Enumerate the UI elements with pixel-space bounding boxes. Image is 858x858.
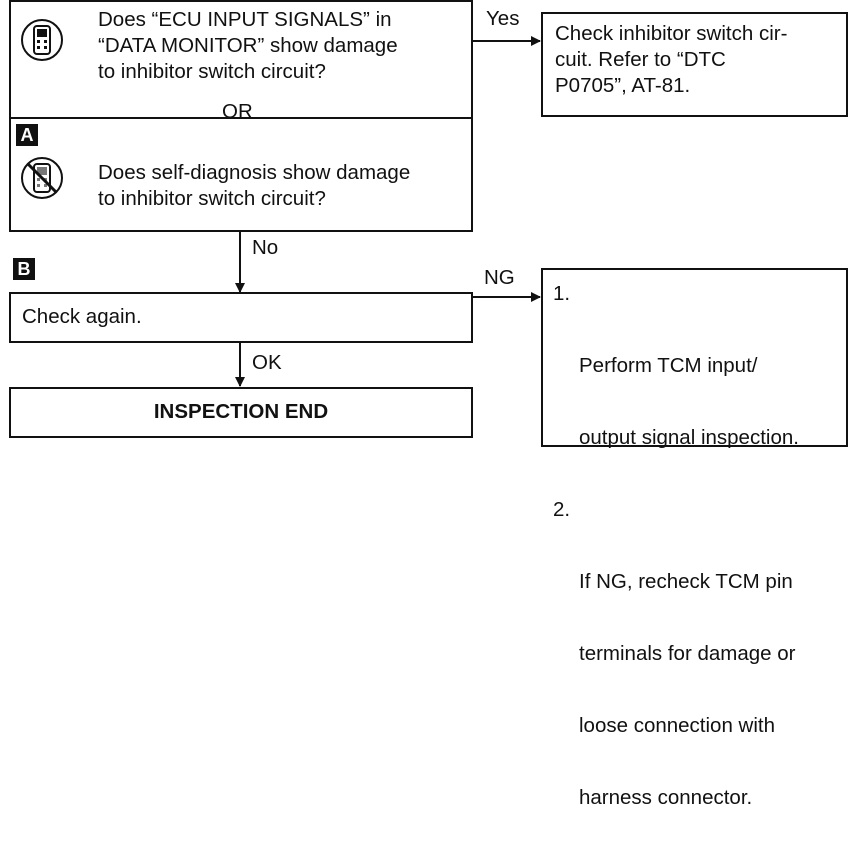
section-divider bbox=[11, 117, 471, 119]
question-box bbox=[9, 0, 473, 232]
or-label: OR bbox=[222, 100, 253, 123]
check-again-box bbox=[9, 292, 473, 343]
ng-step-2-line1: If NG, recheck TCM pin bbox=[579, 570, 793, 593]
inspection-end-box bbox=[9, 387, 473, 438]
inspection-end-text: INSPECTION END bbox=[153, 400, 329, 423]
consult-question-line3: to inhibitor switch circuit? bbox=[98, 60, 326, 83]
ng-step-2-line4: harness connector. bbox=[579, 786, 753, 809]
selfdiag-question-line1: Does self-diagnosis show damage bbox=[98, 161, 411, 184]
yes-action-line2: cuit. Refer to “DTC bbox=[555, 48, 726, 71]
ng-step-1: 1. Perform TCM input/ output signal insp… bbox=[553, 282, 799, 498]
badge-b: B bbox=[13, 258, 35, 280]
yes-action-line1: Check inhibitor switch cir- bbox=[555, 22, 788, 45]
ok-label: OK bbox=[252, 351, 282, 374]
consult-tester-icon bbox=[21, 19, 63, 61]
ng-action-steps: 1. Perform TCM input/ output signal insp… bbox=[553, 282, 799, 858]
selfdiag-question-line2: to inhibitor switch circuit? bbox=[98, 187, 326, 210]
no-label: No bbox=[252, 236, 279, 259]
consult-question-line2: “DATA MONITOR” show damage bbox=[98, 34, 398, 57]
ng-step-2-line2: terminals for damage or bbox=[579, 642, 796, 665]
badge-a: A bbox=[16, 124, 38, 146]
consult-question-line1: Does “ECU INPUT SIGNALS” in bbox=[98, 8, 392, 31]
ng-step-1-number: 1. bbox=[553, 282, 571, 305]
yes-action-line3: P0705”, AT-81. bbox=[555, 74, 691, 97]
check-again-text: Check again. bbox=[22, 305, 142, 328]
no-tools-icon bbox=[21, 157, 63, 199]
ng-step-2-line3: loose connection with bbox=[579, 714, 776, 737]
ng-step-1-line1: Perform TCM input/ bbox=[579, 354, 758, 377]
ng-step-2-number: 2. bbox=[553, 498, 571, 521]
yes-label: Yes bbox=[486, 7, 520, 30]
yes-action-box bbox=[541, 12, 848, 117]
ng-step-2: 2. If NG, recheck TCM pin terminals for … bbox=[553, 498, 799, 858]
ng-label: NG bbox=[484, 266, 515, 289]
ng-action-box bbox=[541, 268, 848, 447]
ng-step-1-line2: output signal inspection. bbox=[579, 426, 799, 449]
